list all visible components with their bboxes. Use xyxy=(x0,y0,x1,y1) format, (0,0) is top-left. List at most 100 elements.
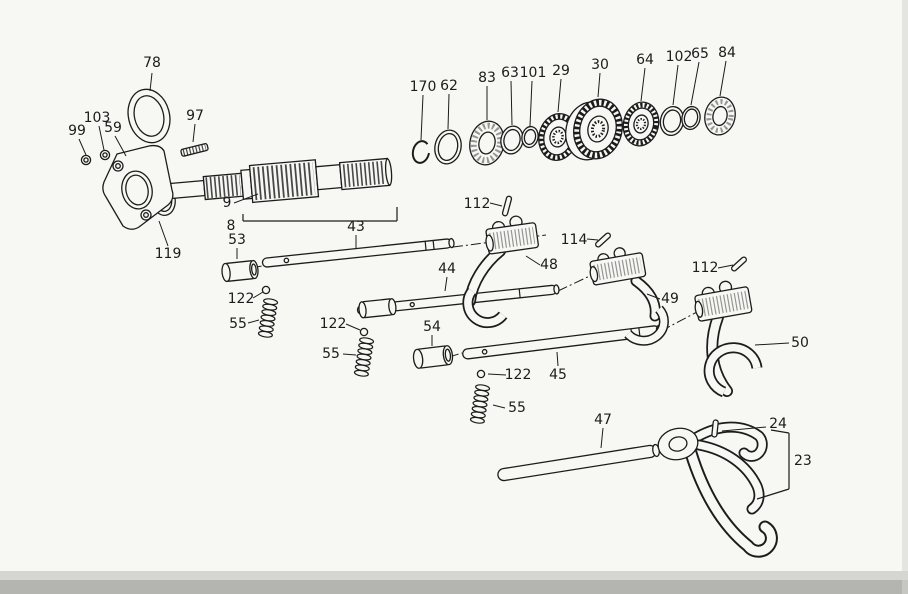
label-29: 29 xyxy=(552,63,570,79)
label-112-2: 112 xyxy=(692,260,719,276)
bearing-84 xyxy=(704,96,736,136)
leader-49 xyxy=(646,293,661,300)
leader-50 xyxy=(754,342,790,346)
label-99: 99 xyxy=(68,123,86,139)
leader-59 xyxy=(114,135,127,157)
centerline-rail44-fork49 xyxy=(557,272,597,292)
label-30: 30 xyxy=(591,57,609,73)
label-103: 103 xyxy=(84,110,111,126)
leader-84 xyxy=(719,60,727,97)
label-9: 9 xyxy=(223,195,232,211)
ring-62 xyxy=(434,129,462,165)
pin-24 xyxy=(711,419,719,438)
nut-99 xyxy=(80,154,92,166)
label-83: 83 xyxy=(478,70,496,86)
leader-63 xyxy=(510,80,513,126)
label-112-1: 112 xyxy=(464,196,491,212)
label-44: 44 xyxy=(438,261,456,277)
shift-rail-44 xyxy=(356,284,560,319)
bracket-8 xyxy=(242,207,398,222)
leader-122-2 xyxy=(345,323,361,331)
detent-ball-122-3 xyxy=(476,369,486,379)
shift-rail-43 xyxy=(261,237,455,268)
label-122-1: 122 xyxy=(228,291,255,307)
label-62: 62 xyxy=(440,78,458,94)
label-55-2: 55 xyxy=(322,346,340,362)
label-55-1: 55 xyxy=(229,316,247,332)
pin-112-2 xyxy=(731,256,747,272)
label-64: 64 xyxy=(636,52,654,68)
leader-62 xyxy=(447,93,450,130)
leader-9 xyxy=(233,193,259,204)
leader-99 xyxy=(78,138,87,156)
leader-64 xyxy=(640,67,646,102)
gear-64 xyxy=(622,101,660,147)
leader-55-2 xyxy=(342,353,357,356)
leader-78 xyxy=(149,72,153,92)
label-53: 53 xyxy=(228,232,246,248)
leader-114 xyxy=(586,238,599,241)
label-63: 63 xyxy=(501,65,519,81)
main-shaft-8 xyxy=(167,157,393,204)
label-101: 101 xyxy=(520,65,547,81)
leader-29 xyxy=(557,78,562,113)
leader-47 xyxy=(600,427,604,449)
leader-55-3 xyxy=(492,404,506,409)
label-65: 65 xyxy=(691,46,709,62)
leader-122-3 xyxy=(487,373,507,376)
leader-55-1 xyxy=(247,319,260,324)
spring-55-2 xyxy=(353,337,375,377)
label-45: 45 xyxy=(549,367,567,383)
label-122-3: 122 xyxy=(505,367,532,383)
pin-114 xyxy=(595,232,611,248)
gear-30 xyxy=(565,98,623,161)
ring-65 xyxy=(681,105,701,131)
page-edge-shadow xyxy=(0,580,908,594)
leader-102 xyxy=(672,64,679,106)
page-edge-light xyxy=(0,571,908,580)
bushing-53 xyxy=(221,259,259,283)
leader-103 xyxy=(98,125,105,151)
leader-170 xyxy=(420,94,424,141)
label-8: 8 xyxy=(227,218,236,234)
label-59: 59 xyxy=(104,120,122,136)
leader-44 xyxy=(444,276,448,292)
selector-fork-48 xyxy=(462,215,539,329)
ring-101 xyxy=(521,125,539,149)
leader-112-2 xyxy=(717,264,734,269)
leader-24 xyxy=(721,426,767,432)
label-48: 48 xyxy=(540,257,558,273)
bushing-54 xyxy=(412,345,454,369)
detent-ball-122-2 xyxy=(359,327,369,337)
label-170: 170 xyxy=(410,79,437,95)
seal-ring-78 xyxy=(127,88,171,144)
snap-ring-170 xyxy=(411,140,431,164)
leader-65 xyxy=(690,61,700,106)
label-97: 97 xyxy=(186,108,204,124)
leader-45 xyxy=(556,351,559,367)
leader-48 xyxy=(525,255,541,266)
selector-fork-23 xyxy=(657,421,778,558)
leader-112-1 xyxy=(489,202,503,207)
label-114: 114 xyxy=(561,232,588,248)
label-47: 47 xyxy=(594,412,612,428)
spring-55-1 xyxy=(257,298,279,338)
page-edge-right xyxy=(902,0,908,594)
stud-97 xyxy=(180,142,209,157)
label-122-2: 122 xyxy=(320,316,347,332)
nut-103 xyxy=(99,149,111,161)
leader-122-1 xyxy=(252,291,264,299)
leader-101 xyxy=(529,80,533,127)
bracket-23 xyxy=(756,429,790,500)
ring-63 xyxy=(500,125,524,155)
selector-fork-50 xyxy=(694,280,763,398)
spring-55-3 xyxy=(469,384,491,424)
leader-97 xyxy=(192,123,196,143)
flange-59 xyxy=(102,144,174,230)
label-102: 102 xyxy=(666,49,693,65)
label-54: 54 xyxy=(423,319,441,335)
label-50: 50 xyxy=(791,335,809,351)
leader-119 xyxy=(158,220,169,247)
